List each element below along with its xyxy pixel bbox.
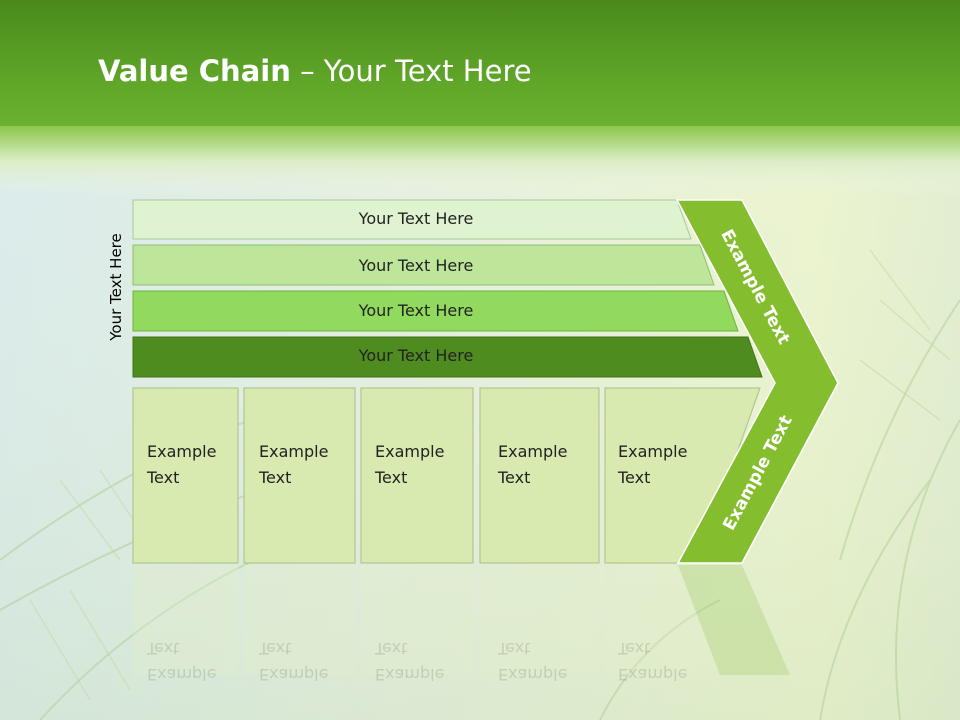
bar-3-label: Your Text Here: [358, 301, 474, 320]
bar-3-shape: [132, 290, 739, 332]
box-5-reflection: Example Text: [618, 639, 688, 684]
slide-title: Value Chain – Your Text Here: [98, 54, 532, 88]
box-1-shape: [132, 387, 239, 564]
box-5-label: Example Text: [618, 442, 688, 487]
box-4-shape: [479, 387, 600, 564]
box-3-label: Example Text: [375, 442, 445, 487]
box-4-reflection: Example Text: [498, 639, 568, 684]
bar-4-label: Your Text Here: [358, 346, 474, 365]
box-2-label: Example Text: [259, 442, 329, 487]
box-3-shape: [360, 387, 474, 564]
bar-2-shape: [132, 244, 715, 286]
box-2-reflection: Example Text: [259, 639, 329, 684]
title-bold: Value Chain: [98, 54, 291, 88]
side-label: Your Text Here: [107, 233, 125, 341]
title-rest: – Your Text Here: [290, 54, 532, 88]
box-4-label: Example Text: [498, 442, 568, 487]
chevron-arrow-shape: [675, 199, 839, 564]
box-3-reflection: Example Text: [375, 639, 445, 684]
bar-2-label: Your Text Here: [358, 256, 474, 275]
box-1-label: Example Text: [147, 442, 217, 487]
bar-1-shape: [132, 199, 692, 240]
box-2-shape: [243, 387, 356, 564]
bar-1-label: Your Text Here: [358, 209, 474, 228]
bar-4-shape: [132, 336, 763, 378]
box-1-reflection: Example Text: [147, 639, 217, 684]
